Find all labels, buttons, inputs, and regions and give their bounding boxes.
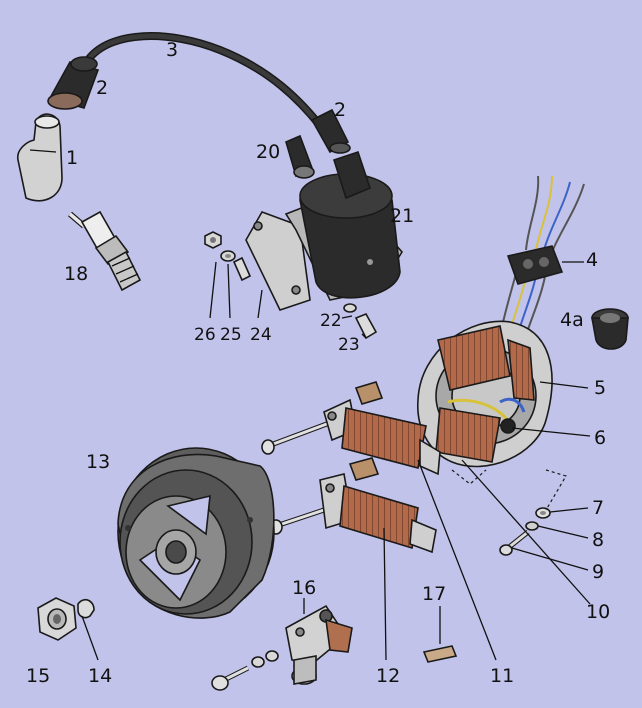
- bracket-bolt: [232, 256, 252, 282]
- lower-lighting-coil: [269, 457, 437, 554]
- ht-boot-coil: [310, 108, 351, 154]
- breaker-screw: [211, 665, 250, 691]
- label-4a: 4a: [560, 309, 584, 331]
- label-26: 26: [194, 325, 216, 345]
- label-17: 17: [422, 583, 446, 605]
- label-2-coil: 2: [334, 99, 346, 121]
- label-10: 10: [586, 601, 610, 623]
- label-14: 14: [88, 665, 112, 687]
- breaker-washers: [251, 650, 279, 668]
- ht-cable: [84, 32, 326, 132]
- label-6: 6: [594, 427, 606, 449]
- leader-lines: [81, 261, 591, 661]
- lubricating-felt: [422, 645, 458, 663]
- label-21: 21: [390, 205, 414, 227]
- suppressor-cap: [285, 134, 315, 179]
- flywheel-nut: [37, 597, 77, 641]
- label-12: 12: [376, 665, 400, 687]
- label-5: 5: [594, 377, 606, 399]
- flywheel: [117, 447, 275, 619]
- contact-breaker: [285, 604, 353, 685]
- label-7: 7: [592, 497, 604, 519]
- label-25: 25: [220, 325, 242, 345]
- label-24: 24: [250, 325, 272, 345]
- stator-screw: [499, 530, 530, 556]
- stator-plate: [417, 320, 553, 485]
- stator-washer: [535, 507, 551, 519]
- label-3: 3: [166, 39, 178, 61]
- label-20: 20: [256, 141, 280, 163]
- rubber-boot-top: [47, 56, 100, 110]
- label-4: 4: [586, 249, 598, 271]
- label-18: 18: [64, 263, 88, 285]
- part-number-labels: 1 2 2 3 4 4a 5 6 7 8 9 10 11 12 13 14 15…: [26, 39, 610, 687]
- cable-grommet: [591, 308, 629, 350]
- stator-lock-washer: [525, 521, 539, 531]
- label-15: 15: [26, 665, 50, 687]
- label-23: 23: [338, 335, 360, 355]
- label-16: 16: [292, 577, 316, 599]
- bracket-washer: [220, 250, 236, 262]
- spark-plug: [68, 210, 142, 292]
- label-13: 13: [86, 451, 110, 473]
- woodruff-key: [77, 598, 95, 619]
- label-1: 1: [66, 147, 78, 169]
- upper-lighting-coil: [261, 381, 441, 476]
- label-2-top: 2: [96, 77, 108, 99]
- spark-plug-cap: [16, 113, 63, 202]
- ignition-coil-assembly: [245, 150, 403, 311]
- label-22: 22: [320, 311, 342, 331]
- coil-screw: [354, 312, 378, 340]
- label-9: 9: [592, 561, 604, 583]
- label-8: 8: [592, 529, 604, 551]
- coil-washer: [343, 303, 357, 313]
- bracket-nut: [204, 231, 222, 249]
- label-11: 11: [490, 665, 514, 687]
